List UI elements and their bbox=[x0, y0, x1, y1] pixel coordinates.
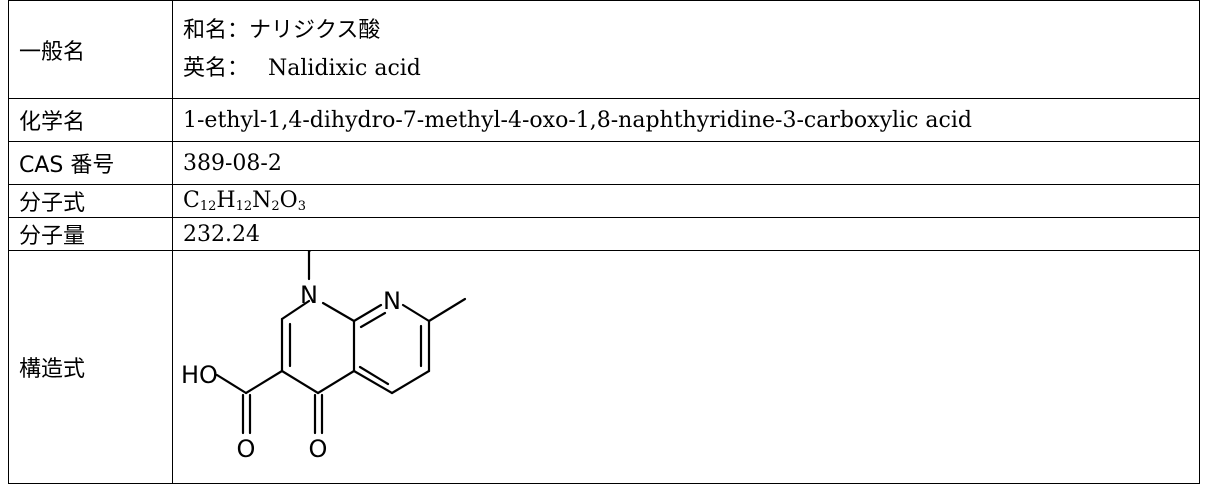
row-structural-formula: 構造式 bbox=[8, 250, 1200, 484]
label-molecular-weight: 分子量 bbox=[8, 217, 173, 251]
formula-c: C bbox=[183, 188, 200, 213]
formula-n-count: 2 bbox=[271, 199, 280, 214]
row-chemical-name: 化学名 1-ethyl-1,4-dihydro-7-methyl-4-oxo-1… bbox=[8, 98, 1200, 142]
label-cas-number: CAS 番号 bbox=[8, 141, 173, 185]
atom-n1: N bbox=[300, 281, 318, 309]
formula-o: O bbox=[279, 188, 298, 213]
formula-o-count: 3 bbox=[297, 199, 306, 214]
formula-h-count: 12 bbox=[235, 199, 253, 214]
english-name-prefix: 英名： bbox=[183, 55, 250, 81]
row-general-name: 一般名 和名：ナリジクス酸 英名： Nalidixic acid bbox=[8, 0, 1200, 99]
row-molecular-weight: 分子量 232.24 bbox=[8, 217, 1200, 251]
formula-h: H bbox=[216, 188, 236, 213]
row-molecular-formula: 分子式 C12H12N2O3 bbox=[8, 184, 1200, 218]
label-chemical-name: 化学名 bbox=[8, 98, 173, 142]
value-general-name: 和名：ナリジクス酸 英名： Nalidixic acid bbox=[172, 0, 1200, 99]
structure-diagram: N N HO O O bbox=[173, 251, 1199, 483]
value-molecular-weight: 232.24 bbox=[172, 217, 1200, 251]
value-cas-number: 389-08-2 bbox=[172, 141, 1200, 185]
nalidixic-acid-structure: N N HO O O bbox=[181, 251, 467, 463]
atom-acid-oxygen: O bbox=[237, 435, 256, 463]
atom-n8: N bbox=[383, 287, 401, 315]
atom-keto-oxygen: O bbox=[309, 435, 328, 463]
english-name-line: 英名： Nalidixic acid bbox=[183, 50, 1189, 88]
value-structural-formula: N N HO O O bbox=[172, 250, 1200, 484]
row-cas-number: CAS 番号 389-08-2 bbox=[8, 141, 1200, 185]
value-chemical-name: 1-ethyl-1,4-dihydro-7-methyl-4-oxo-1,8-n… bbox=[172, 98, 1200, 142]
english-name: Nalidixic acid bbox=[268, 55, 421, 81]
atom-hydroxyl: HO bbox=[181, 361, 218, 389]
label-molecular-formula: 分子式 bbox=[8, 184, 173, 218]
formula-n: N bbox=[252, 188, 272, 213]
drug-info-table: 一般名 和名：ナリジクス酸 英名： Nalidixic acid 化学名 1-e… bbox=[8, 0, 1200, 484]
value-molecular-formula: C12H12N2O3 bbox=[172, 184, 1200, 218]
label-general-name: 一般名 bbox=[8, 0, 173, 99]
japanese-name: 和名：ナリジクス酸 bbox=[183, 17, 381, 43]
label-structural-formula: 構造式 bbox=[8, 250, 173, 484]
formula-c-count: 12 bbox=[199, 199, 217, 214]
